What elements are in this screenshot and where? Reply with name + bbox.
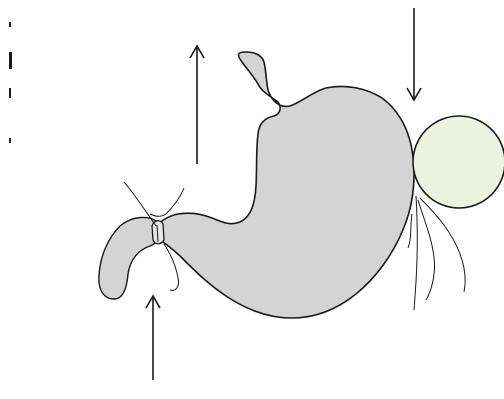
- left-edge-fragments: [9, 22, 12, 143]
- mass-vessel-3: [420, 198, 465, 292]
- edge-mark-3: [9, 88, 11, 98]
- arrow-up-top-left: [190, 46, 204, 164]
- arrow-up-bottom: [146, 296, 160, 380]
- vessel-line-2: [150, 188, 184, 216]
- mass-vessels: [408, 196, 465, 310]
- arrow-down-top-right: [407, 8, 421, 100]
- mass-vessel-1: [414, 196, 417, 310]
- edge-mark-4: [9, 138, 11, 143]
- mass-vessel-2: [418, 200, 435, 300]
- duodenum-outline: [99, 217, 160, 299]
- edge-mark-2: [9, 52, 12, 69]
- edge-mark-1: [9, 22, 11, 27]
- round-mass: [413, 116, 504, 208]
- pylorus-ring: [152, 221, 164, 244]
- mass-vessel-4: [408, 214, 412, 248]
- stomach-outline: [156, 52, 414, 318]
